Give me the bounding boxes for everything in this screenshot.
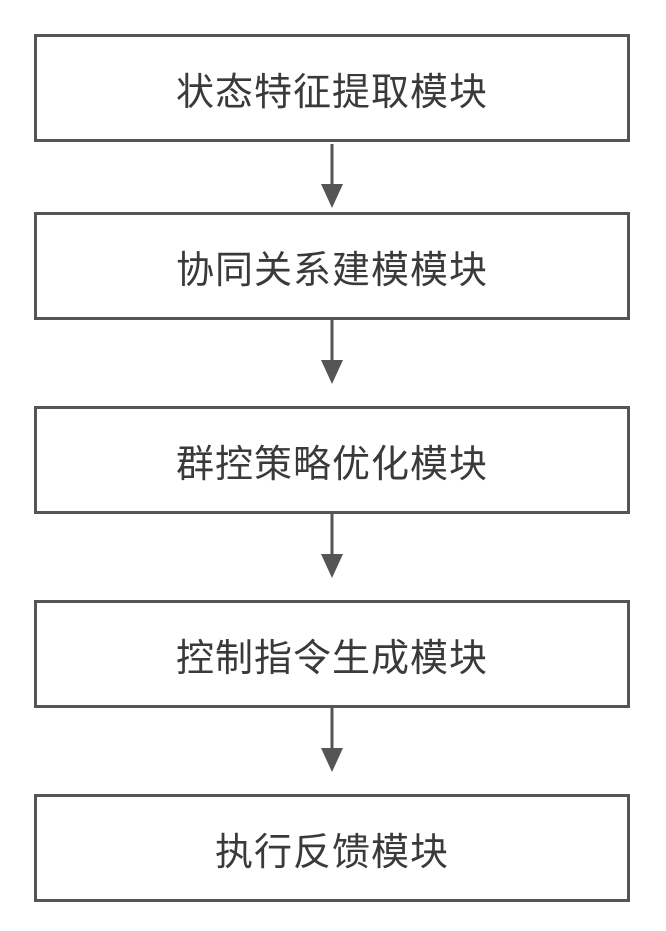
module-label: 群控策略优化模块 xyxy=(176,433,488,488)
module-box-group-control-strategy: 群控策略优化模块 xyxy=(34,406,630,514)
down-arrow-icon xyxy=(314,144,350,210)
module-label: 协同关系建模模块 xyxy=(176,239,488,294)
module-label: 执行反馈模块 xyxy=(215,821,449,876)
module-label: 状态特征提取模块 xyxy=(176,61,488,116)
module-box-state-feature-extraction: 状态特征提取模块 xyxy=(34,34,630,142)
down-arrow-icon xyxy=(314,320,350,386)
module-box-control-command-generation: 控制指令生成模块 xyxy=(34,600,630,708)
module-box-collaboration-modeling: 协同关系建模模块 xyxy=(34,212,630,320)
module-box-execution-feedback: 执行反馈模块 xyxy=(34,794,630,902)
down-arrow-icon xyxy=(314,708,350,774)
down-arrow-icon xyxy=(314,514,350,580)
module-label: 控制指令生成模块 xyxy=(176,627,488,682)
